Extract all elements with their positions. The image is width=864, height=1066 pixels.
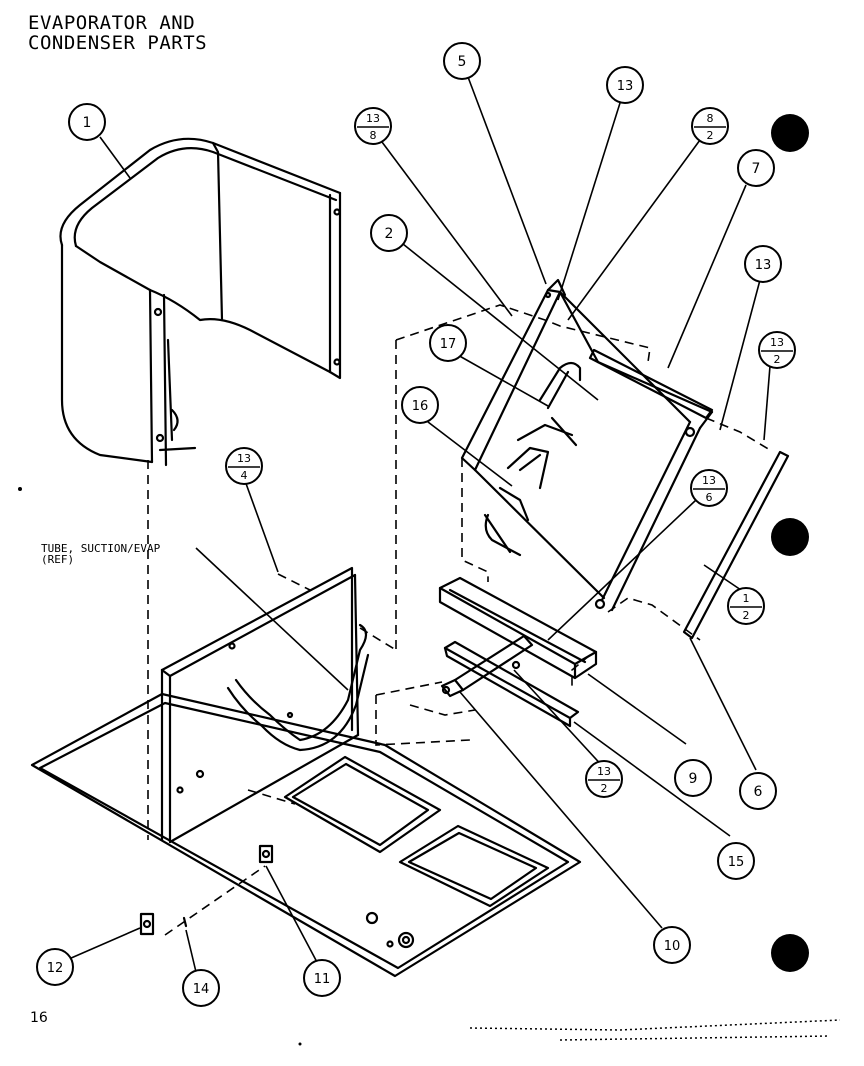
distributor-tube — [440, 634, 534, 698]
svg-text:2: 2 — [601, 782, 608, 795]
callout-2: 2 — [370, 214, 408, 252]
callout-5: 5 — [443, 42, 481, 80]
callout-11: 11 — [303, 959, 341, 997]
svg-text:13: 13 — [770, 336, 784, 349]
svg-text:2: 2 — [707, 129, 714, 142]
drain-tray — [438, 576, 598, 680]
callout-12: 12 — [36, 948, 74, 986]
base-pan — [30, 692, 582, 978]
diagram-title-line-1: EVAPORATOR AND — [28, 12, 196, 34]
svg-text:1: 1 — [743, 592, 750, 605]
svg-text:13: 13 — [755, 258, 772, 273]
svg-text:4: 4 — [241, 469, 248, 482]
svg-text:7: 7 — [752, 161, 761, 177]
scan-noise — [469, 1019, 841, 1041]
support-rail — [443, 640, 580, 728]
callout-17: 17 — [429, 324, 467, 362]
callout-15: 15 — [717, 842, 755, 880]
callout-13b: 13 — [744, 245, 782, 283]
svg-text:17: 17 — [440, 337, 457, 352]
svg-text:11: 11 — [314, 972, 331, 987]
svg-text:8: 8 — [707, 112, 714, 125]
side-bracket — [682, 450, 790, 640]
tube-annotation-line-2: (REF) — [41, 553, 75, 566]
svg-text:10: 10 — [664, 939, 681, 954]
dashed-guides — [147, 304, 771, 936]
callout-10: 10 — [653, 926, 691, 964]
callout-circles: 1 5 13 7 2 13 — [36, 42, 782, 1007]
svg-text:13: 13 — [597, 765, 611, 778]
svg-text:12: 12 — [47, 961, 64, 976]
svg-text:14: 14 — [193, 982, 210, 997]
suction-tube — [226, 623, 370, 752]
leader-lines — [61, 76, 771, 973]
fraction-callout-13-2-lower: 13 2 — [585, 760, 623, 798]
svg-text:13: 13 — [702, 474, 716, 487]
fraction-callout-1-2: 1 2 — [727, 587, 765, 625]
fraction-callouts: 13 8 8 2 13 2 13 4 — [225, 107, 796, 798]
page-number: 16 — [30, 1010, 48, 1026]
svg-text:1: 1 — [83, 115, 92, 131]
callout-16: 16 — [401, 386, 439, 424]
callout-6: 6 — [739, 772, 777, 810]
callout-1: 1 — [68, 103, 106, 141]
svg-text:13: 13 — [366, 112, 380, 125]
svg-text:2: 2 — [385, 226, 394, 242]
callout-14: 14 — [182, 969, 220, 1007]
svg-text:2: 2 — [774, 353, 781, 366]
fraction-callout-8-2: 8 2 — [691, 107, 729, 145]
diagram-title-line-2: CONDENSER PARTS — [28, 32, 208, 54]
fraction-callout-13-8: 13 8 — [354, 107, 392, 145]
registration-marks — [18, 114, 809, 1046]
svg-text:13: 13 — [617, 79, 634, 94]
callout-7: 7 — [737, 149, 775, 187]
svg-text:6: 6 — [754, 784, 763, 800]
svg-text:15: 15 — [728, 855, 745, 870]
condenser-coil — [59, 137, 342, 467]
svg-text:5: 5 — [458, 54, 467, 70]
svg-text:6: 6 — [706, 491, 713, 504]
evaporator-coil — [460, 278, 714, 612]
partition-panel — [160, 566, 360, 844]
fraction-callout-13-4: 13 4 — [225, 447, 263, 485]
svg-text:8: 8 — [370, 129, 377, 142]
svg-text:9: 9 — [689, 771, 698, 787]
small-fittings — [139, 844, 274, 936]
svg-text:13: 13 — [237, 452, 251, 465]
fraction-callout-13-6: 13 6 — [690, 469, 728, 507]
tube-annotation-line-1: TUBE, SUCTION/EVAP — [41, 542, 161, 555]
svg-text:16: 16 — [412, 399, 429, 414]
fraction-callout-13-2-upper: 13 2 — [758, 331, 796, 369]
svg-text:2: 2 — [743, 609, 750, 622]
callout-13a: 13 — [606, 66, 644, 104]
callout-9: 9 — [674, 759, 712, 797]
